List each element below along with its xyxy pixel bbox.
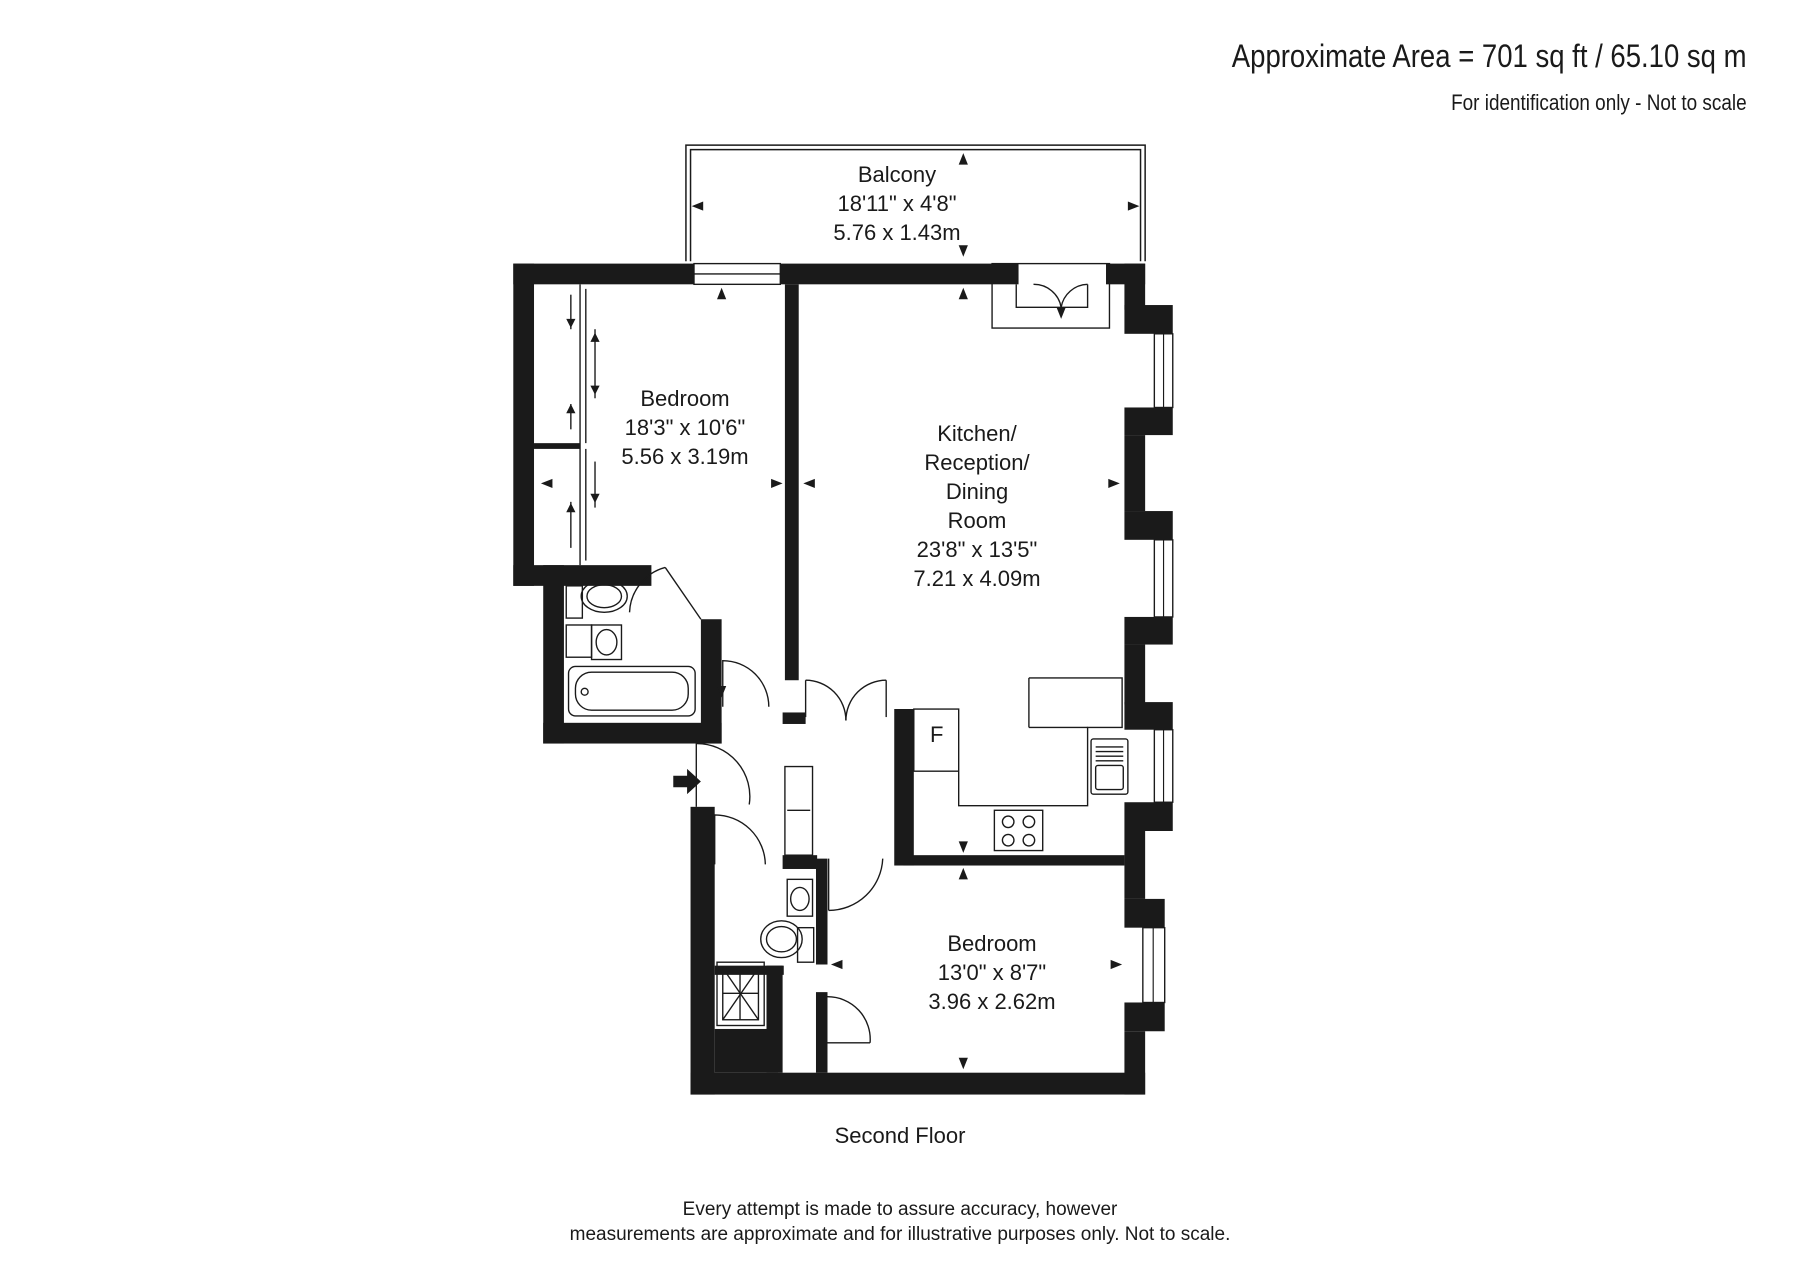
bedroom-1-metric: 5.56 x 3.19m bbox=[621, 444, 749, 469]
approximate-area: Approximate Area = 701 sq ft / 65.10 sq … bbox=[1232, 38, 1747, 74]
dimension-arrows bbox=[540, 153, 1140, 1070]
kitchen-name-line-3: Dining bbox=[945, 479, 1009, 504]
shower-room-fixtures bbox=[716, 878, 815, 1027]
disclaimer-line-2: measurements are approximate and for ill… bbox=[569, 1224, 1231, 1245]
disclaimer: Every attempt is made to assure accuracy… bbox=[0, 1197, 1800, 1247]
kitchen-metric: 7.21 x 4.09m bbox=[913, 566, 1041, 591]
kitchen-fittings bbox=[913, 262, 1129, 852]
ensuite-door bbox=[628, 566, 702, 620]
bedroom-1-label: Bedroom 18'3" x 10'6" 5.56 x 3.19m bbox=[585, 384, 785, 471]
balcony-metric: 5.76 x 1.43m bbox=[833, 220, 961, 245]
internal-cupboard bbox=[784, 765, 814, 856]
identification-note: For identification only - Not to scale bbox=[1451, 90, 1747, 115]
doors bbox=[695, 659, 887, 1044]
windows bbox=[693, 262, 1174, 1004]
balcony-name: Balcony bbox=[857, 162, 937, 187]
bedroom-2-metric: 3.96 x 2.62m bbox=[928, 989, 1056, 1014]
kitchen-name-line-2: Reception/ bbox=[924, 450, 1030, 475]
balcony-label: Balcony 18'11" x 4'8" 5.76 x 1.43m bbox=[797, 160, 997, 247]
wardrobe-arrows bbox=[566, 318, 600, 513]
kitchen-reception-label: Kitchen/ Reception/ Dining Room 23'8" x … bbox=[877, 419, 1077, 593]
floor-label: Second Floor bbox=[834, 1123, 966, 1148]
fridge-label: F bbox=[930, 722, 944, 747]
disclaimer-line-1: Every attempt is made to assure accuracy… bbox=[682, 1199, 1118, 1220]
balcony-outline bbox=[685, 144, 1146, 262]
balcony-imperial: 18'11" x 4'8" bbox=[837, 191, 957, 216]
bedroom-1-name: Bedroom bbox=[640, 386, 730, 411]
bedroom-1-imperial: 18'3" x 10'6" bbox=[624, 415, 746, 440]
bedroom-2-imperial: 13'0" x 8'7" bbox=[937, 960, 1047, 985]
window-mullions bbox=[1152, 333, 1165, 1003]
bedroom-2-name: Bedroom bbox=[947, 931, 1037, 956]
kitchen-name-line-1: Kitchen/ bbox=[937, 421, 1017, 446]
walls bbox=[513, 263, 1173, 1095]
kitchen-name-line-4: Room bbox=[947, 508, 1007, 533]
kitchen-imperial: 23'8" x 13'5" bbox=[916, 537, 1038, 562]
entrance-arrow-icon bbox=[673, 768, 701, 795]
bathroom-fixtures bbox=[565, 579, 696, 717]
bedroom-2-label: Bedroom 13'0" x 8'7" 3.96 x 2.62m bbox=[892, 929, 1092, 1016]
